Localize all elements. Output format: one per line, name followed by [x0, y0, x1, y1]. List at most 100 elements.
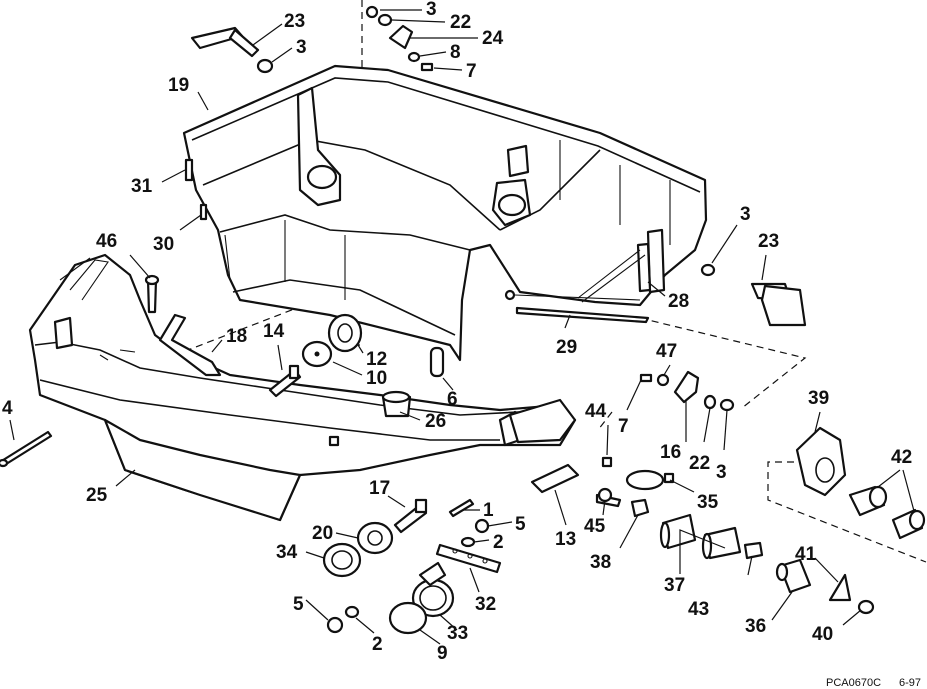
pin-30 — [199, 203, 208, 221]
spring-28 — [577, 249, 646, 303]
fitting-45 — [595, 487, 622, 508]
callout-9: 9 — [437, 643, 448, 664]
washer-10 — [301, 340, 333, 368]
screw-14 — [268, 364, 302, 398]
fitting-42 — [848, 485, 926, 540]
latch-23-top — [190, 26, 260, 58]
callout-37: 37 — [664, 575, 685, 596]
plug-41 — [828, 573, 852, 602]
washer-2-upper — [460, 536, 476, 548]
washer-47 — [656, 373, 670, 387]
grommet-20 — [356, 521, 394, 555]
callout-34: 34 — [276, 542, 298, 563]
callout-12: 12 — [366, 349, 387, 370]
bracket-32 — [435, 543, 502, 574]
clip-43 — [743, 541, 764, 560]
callout-46: 46 — [96, 231, 117, 252]
callout-7: 7 — [618, 416, 629, 437]
washer-8 — [407, 51, 421, 63]
callout-18: 18 — [226, 326, 247, 347]
screw-3-right — [700, 263, 716, 277]
grommet-34 — [322, 542, 362, 578]
callout-45: 45 — [584, 516, 606, 537]
callout-3: 3 — [740, 204, 751, 225]
callout-13: 13 — [555, 529, 576, 550]
cam-24 — [388, 24, 414, 50]
upper-cowl — [182, 64, 708, 362]
callout-28: 28 — [668, 291, 689, 312]
washer-22-right — [703, 394, 717, 410]
boot-39 — [795, 426, 847, 497]
screw-1 — [448, 498, 475, 518]
fitting-36 — [775, 558, 812, 594]
callout-3: 3 — [426, 0, 437, 20]
nut-5-upper — [474, 518, 490, 534]
callout-24: 24 — [482, 28, 504, 49]
screw-3-top — [256, 58, 274, 74]
drawing-code: PCA0670C — [826, 677, 881, 689]
grommet-46 — [144, 274, 160, 314]
callout-26: 26 — [425, 411, 446, 432]
screw-3-lower — [719, 398, 735, 412]
callout-14: 14 — [263, 321, 285, 342]
callout-36: 36 — [745, 616, 766, 637]
sleeve-37 — [659, 513, 742, 560]
callout-43: 43 — [688, 599, 709, 620]
clip-38 — [630, 498, 650, 518]
callout-40: 40 — [812, 624, 833, 645]
screw-7-top — [420, 62, 434, 72]
callout-22: 22 — [689, 453, 710, 474]
callout-19: 19 — [168, 75, 189, 96]
seal-6 — [429, 346, 445, 378]
cover-9 — [388, 601, 428, 635]
screw-7-right — [639, 373, 653, 383]
callout-47: 47 — [656, 341, 677, 362]
washer-40 — [857, 599, 875, 615]
callout-30: 30 — [153, 234, 174, 255]
leader-lines — [9, 9, 915, 645]
drawing-date: 6-97 — [899, 677, 921, 689]
callout-32: 32 — [475, 594, 496, 615]
callout-23: 23 — [284, 11, 305, 32]
plug-26 — [381, 390, 412, 418]
clamp-33 — [411, 561, 455, 618]
callout-22: 22 — [450, 12, 471, 33]
washer-3-top — [365, 5, 379, 19]
callout-labels: 23 3 3 22 24 8 7 19 31 30 46 3 23 28 29 … — [2, 0, 912, 664]
washer-2-lower — [344, 605, 360, 619]
handle-18 — [158, 313, 222, 377]
pin-4 — [0, 430, 53, 468]
lower-cowl — [28, 253, 577, 522]
washer-22-top — [377, 13, 393, 27]
callout-20: 20 — [312, 523, 333, 544]
callout-42: 42 — [891, 447, 912, 468]
callout-7: 7 — [466, 61, 477, 82]
cam-16 — [673, 370, 700, 404]
callout-33: 33 — [447, 623, 468, 644]
callout-29: 29 — [556, 337, 577, 358]
callout-39: 39 — [808, 388, 829, 409]
nut-44 — [601, 456, 613, 468]
callout-31: 31 — [131, 176, 153, 197]
callout-4: 4 — [2, 398, 13, 419]
callout-5: 5 — [293, 594, 304, 615]
callout-44: 44 — [585, 401, 607, 422]
callout-5: 5 — [515, 514, 526, 535]
callout-38: 38 — [590, 552, 611, 573]
callout-2: 2 — [372, 634, 383, 655]
insert-31 — [184, 158, 194, 182]
screw-17 — [393, 498, 428, 534]
callout-3: 3 — [296, 37, 307, 58]
clamp-35 — [625, 469, 675, 491]
grommet-12 — [327, 313, 363, 353]
callout-3: 3 — [716, 462, 727, 483]
callout-23: 23 — [758, 231, 779, 252]
callout-10: 10 — [366, 368, 387, 389]
callout-25: 25 — [86, 485, 108, 506]
callout-8: 8 — [450, 42, 461, 63]
callout-35: 35 — [697, 492, 719, 513]
callout-41: 41 — [795, 544, 817, 565]
rod-29 — [515, 306, 650, 324]
latch-23-right — [750, 282, 807, 327]
